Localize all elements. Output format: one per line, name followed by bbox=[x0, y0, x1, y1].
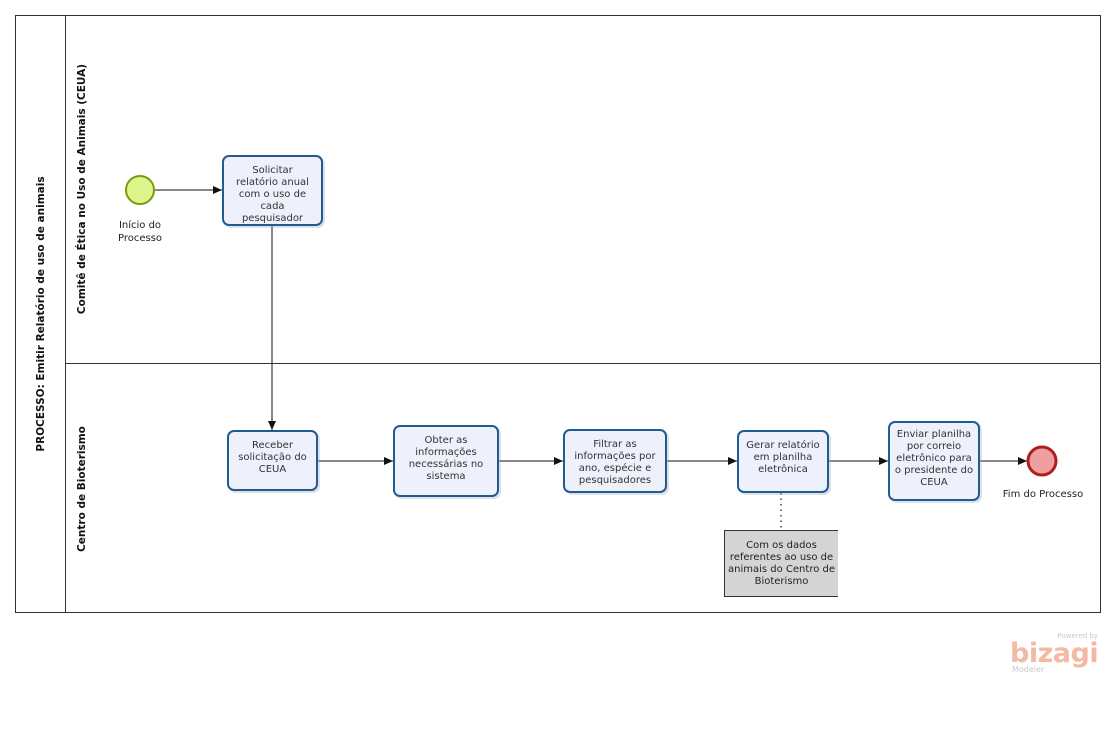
end-event-label: Fim do Processo bbox=[1002, 489, 1084, 500]
start-label-line2: Processo bbox=[117, 233, 163, 244]
watermark-powered: Powered by bbox=[1057, 632, 1098, 640]
pool bbox=[15, 15, 1101, 613]
end-event bbox=[1026, 445, 1058, 477]
start-event bbox=[125, 175, 155, 205]
start-event-label: Início do Processo bbox=[108, 219, 172, 245]
bizagi-watermark: Powered by bizagi Modeler bbox=[1010, 632, 1100, 676]
start-label-line1: Início do bbox=[118, 220, 162, 231]
bizagi-logo: bizagi bbox=[1010, 638, 1099, 669]
watermark-modeler: Modeler bbox=[1012, 665, 1045, 674]
pool-header bbox=[15, 15, 66, 613]
lane-divider bbox=[66, 363, 1101, 364]
